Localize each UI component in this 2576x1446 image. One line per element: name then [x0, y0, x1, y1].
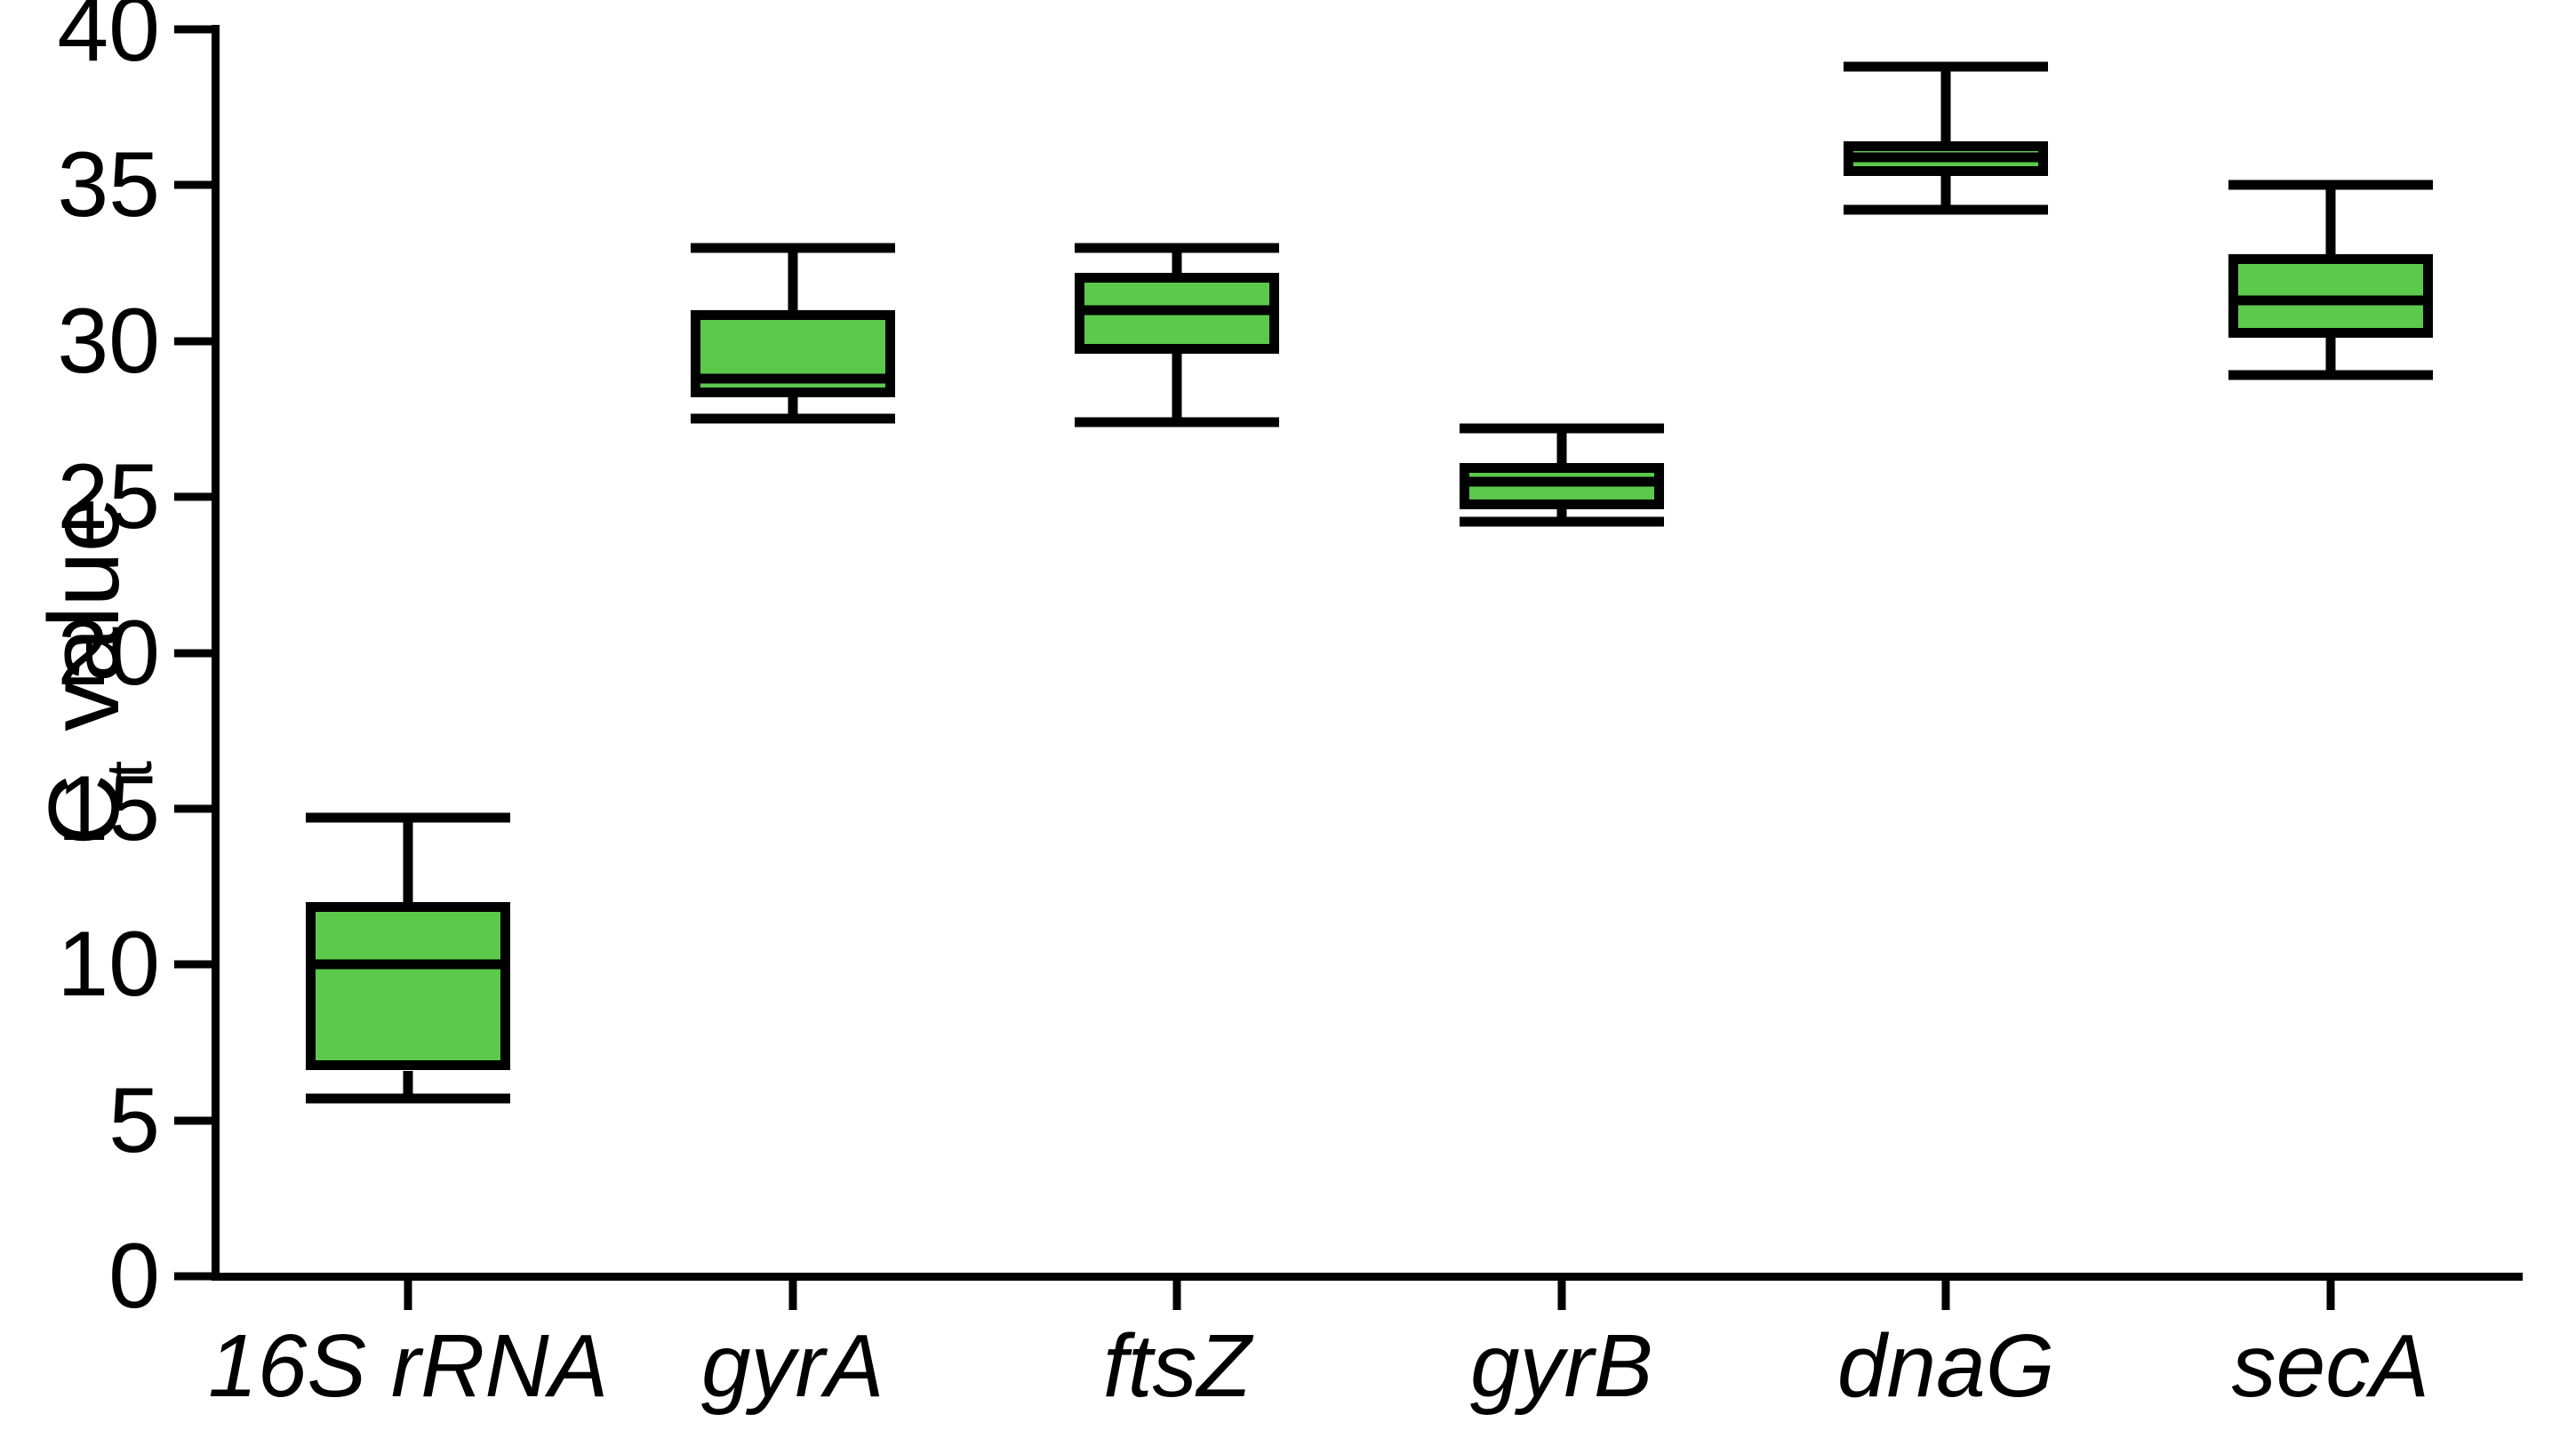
- lower-whisker-cap: [1459, 516, 1664, 527]
- upper-whisker-line: [1172, 247, 1182, 273]
- y-axis-tick-label: 40: [57, 0, 160, 81]
- y-axis-tick-mark: [174, 804, 214, 813]
- lower-whisker-line: [1172, 353, 1182, 422]
- lower-whisker-line: [1940, 175, 1951, 211]
- median-line: [1075, 305, 1280, 316]
- lower-whisker-cap: [1075, 417, 1280, 427]
- y-axis-tick-labels: 0 5 10 15 20 25 30 35 40: [44, 0, 160, 1446]
- y-axis-tick-mark: [174, 1116, 214, 1125]
- median-line: [1459, 476, 1664, 487]
- x-axis-tick-label: dnaG: [1836, 1316, 2055, 1416]
- box-iqr: [690, 309, 895, 397]
- x-axis-tick-label: 16S rRNA: [208, 1316, 609, 1416]
- y-axis-tick-label: 10: [57, 913, 160, 1017]
- y-axis-tick-mark: [174, 1272, 214, 1281]
- x-axis-tick-label: secA: [2231, 1316, 2429, 1416]
- lower-whisker-line: [2325, 338, 2336, 376]
- y-axis-tick-label: 15: [57, 756, 160, 860]
- y-axis-tick-label: 5: [108, 1068, 160, 1172]
- x-axis-line: [212, 1273, 2523, 1281]
- y-axis-line: [212, 25, 220, 1280]
- x-axis-tick-mark: [404, 1273, 412, 1310]
- y-axis-tick-label: 35: [57, 133, 160, 237]
- upper-whisker-cap: [1075, 243, 1280, 253]
- box-iqr: [306, 902, 511, 1071]
- x-axis-tick-label: gyrA: [700, 1316, 884, 1416]
- y-axis-tick-label: 20: [57, 601, 160, 705]
- y-axis-tick-label: 25: [57, 445, 160, 549]
- upper-whisker-line: [2325, 185, 2336, 254]
- upper-whisker-cap: [1459, 423, 1664, 434]
- x-axis-tick-mark: [1941, 1273, 1950, 1310]
- upper-whisker-line: [1556, 427, 1567, 463]
- y-axis-tick-label: 0: [108, 1225, 160, 1328]
- y-axis-tick-mark: [174, 492, 214, 501]
- upper-whisker-line: [788, 247, 798, 310]
- x-axis-tick-label: gyrB: [1469, 1316, 1653, 1416]
- x-axis-tick-mark: [1557, 1273, 1566, 1310]
- x-axis-tick-label: ftsZ: [1102, 1316, 1252, 1416]
- median-line: [306, 959, 511, 970]
- lower-whisker-cap: [306, 1093, 511, 1104]
- lower-whisker-line: [788, 396, 798, 419]
- x-axis-tick-mark: [2326, 1273, 2335, 1310]
- lower-whisker-cap: [1844, 204, 2049, 215]
- median-line: [690, 373, 895, 384]
- y-axis-tick-label: 30: [57, 289, 160, 393]
- median-line: [1844, 152, 2049, 163]
- lower-whisker-cap: [2228, 370, 2433, 380]
- x-axis-tick-mark: [1172, 1273, 1181, 1310]
- y-axis-tick-mark: [174, 649, 214, 657]
- upper-whisker-cap: [2228, 180, 2433, 190]
- y-axis-tick-mark: [174, 337, 214, 346]
- median-line: [2228, 295, 2433, 306]
- y-axis-tick-mark: [174, 180, 214, 189]
- lower-whisker-cap: [690, 413, 895, 424]
- y-axis-tick-mark: [174, 960, 214, 969]
- upper-whisker-cap: [306, 812, 511, 823]
- upper-whisker-cap: [690, 243, 895, 253]
- upper-whisker-cap: [1844, 61, 2049, 72]
- upper-whisker-line: [1940, 67, 1951, 142]
- lower-whisker-line: [1556, 509, 1567, 523]
- upper-whisker-line: [403, 818, 413, 903]
- y-axis-tick-mark: [174, 25, 214, 34]
- lower-whisker-line: [403, 1070, 413, 1099]
- x-axis-tick-mark: [788, 1273, 797, 1310]
